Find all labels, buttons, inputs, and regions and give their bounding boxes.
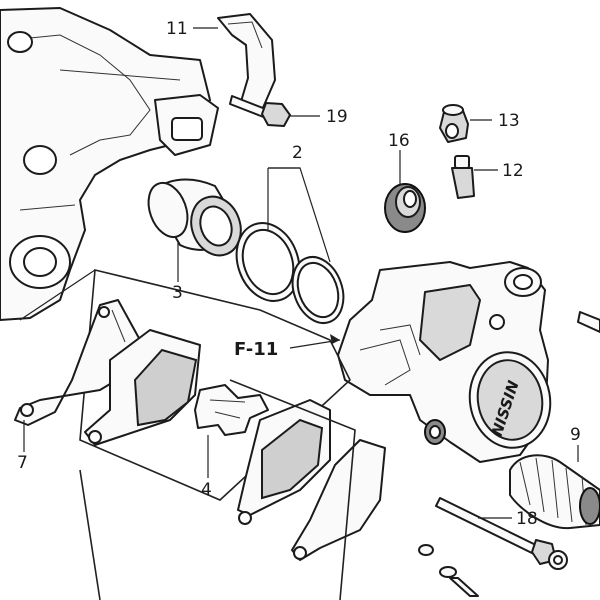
callout-18: 18 <box>516 509 538 529</box>
pad-kit-group <box>19 269 351 501</box>
part-12-valve <box>451 155 475 199</box>
callout-16: 16 <box>388 131 410 151</box>
callout-13: 13 <box>498 111 520 131</box>
callout-labels: 11 19 2 16 13 12 3 F-11 7 4 9 18 <box>17 19 581 529</box>
callout-4: 4 <box>201 480 212 500</box>
part-9-pin-boot <box>509 454 600 530</box>
f11-arrow-icon <box>330 334 340 344</box>
pad-kit-outline <box>79 379 356 600</box>
caliper-bracket <box>0 7 219 321</box>
part-3-piston <box>147 178 242 257</box>
part-16-boot <box>384 183 426 233</box>
callout-9: 9 <box>570 425 581 445</box>
callout-19: 19 <box>326 107 348 127</box>
reference-f11: F-11 <box>234 339 278 360</box>
small-washers <box>418 544 479 597</box>
callout-3: 3 <box>172 283 183 303</box>
caliper-body: NISSIN <box>337 261 552 463</box>
brake-pad-3 <box>291 439 386 561</box>
part-13-cap <box>439 104 469 143</box>
brake-pad-2 <box>237 399 331 525</box>
part-2-seals <box>235 222 345 324</box>
part-4-pad-spring <box>194 384 269 436</box>
part-19-bolt <box>229 95 291 127</box>
part-18-pin <box>435 497 568 570</box>
right-edge-pin <box>577 311 600 333</box>
part-11-clip <box>217 13 276 111</box>
callout-7: 7 <box>17 453 28 473</box>
callout-2: 2 <box>292 143 303 163</box>
callout-11: 11 <box>166 19 188 39</box>
leader-lines <box>23 27 579 519</box>
callout-12: 12 <box>502 161 524 181</box>
brake-pad-1 <box>84 329 201 446</box>
